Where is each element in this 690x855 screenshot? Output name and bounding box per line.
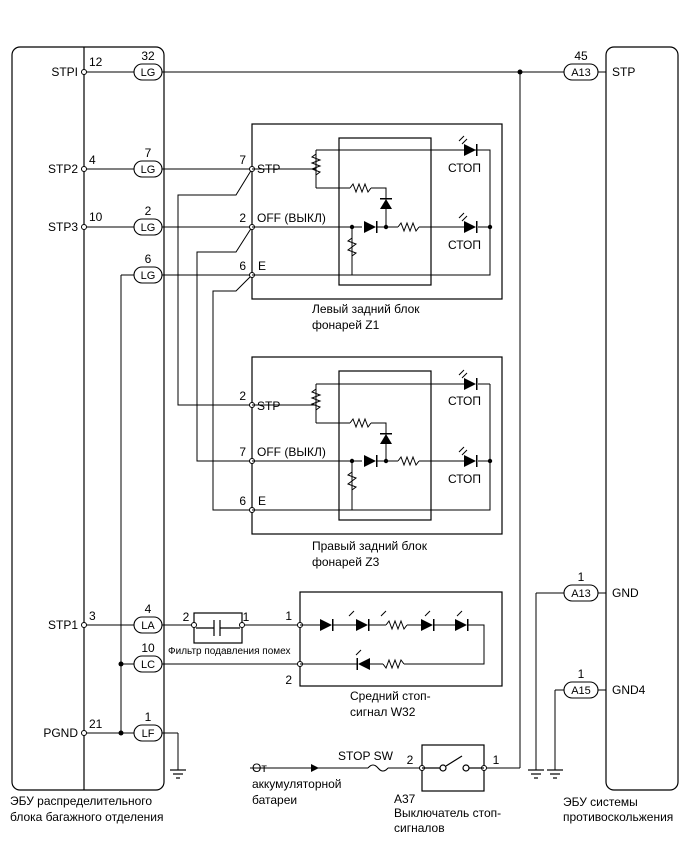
right-label-stp: STP [612, 65, 635, 79]
z1-title-line2: фонарей Z1 [312, 318, 380, 332]
center-lamp-diodes [320, 619, 469, 670]
right-pin-stp: 45 [574, 49, 588, 63]
right-connector-gnd: A13 [571, 588, 591, 600]
led-light-icon [348, 135, 468, 656]
z3-pin-off: 7 [239, 445, 246, 459]
conn-pin-stpi: 32 [141, 49, 155, 63]
z3-label-off: OFF (ВЫКЛ) [257, 445, 326, 459]
connector-stp1: LA [141, 620, 155, 632]
connector-pgnd: LF [142, 728, 155, 740]
filter-label: Фильтр подавления помех [168, 646, 291, 657]
z1-title-line1: Левый задний блок [312, 302, 420, 316]
battery-line2: аккумуляторной [252, 777, 342, 791]
connector-stpi: LG [141, 67, 156, 79]
z3-label-stp: STP [257, 399, 280, 413]
fuse-label: STOP SW [338, 749, 394, 763]
conn-pin-stp3: 2 [145, 204, 152, 218]
z3-pin-e: 6 [239, 494, 246, 508]
connector-pills [133, 63, 599, 742]
right-ecu-box [605, 46, 679, 791]
lamp-z1-diodes [349, 144, 493, 233]
pin-stp1: 3 [89, 609, 96, 623]
conn-pin-lc: 10 [141, 641, 155, 655]
switch-pin-right: 1 [493, 753, 500, 767]
conn-pin-e: 6 [145, 252, 152, 266]
conn-pin-stp2: 7 [145, 146, 152, 160]
switch-name-line1: Выключатель стоп- [394, 806, 501, 820]
switch-pin-left: 2 [407, 753, 414, 767]
battery-line3: батареи [252, 793, 297, 807]
connector-stp2: LG [141, 164, 156, 176]
z1-label-stp: STP [257, 162, 280, 176]
junction-dots [118, 69, 523, 736]
switch-name-line2: сигналов [394, 821, 445, 835]
conn-pin-stp1: 4 [145, 602, 152, 616]
connector-e: LG [141, 270, 156, 282]
capacitor-icon [196, 620, 240, 636]
z3-lamp1-label: СТОП [448, 394, 481, 408]
z3-pin-stp: 2 [239, 389, 246, 403]
z1-pin-e: 6 [239, 259, 246, 273]
left-ecu-box [11, 46, 165, 791]
z1-pin-stp: 7 [239, 153, 246, 167]
center-pin-bottom: 2 [285, 673, 292, 687]
center-title-line1: Средний стоп- [350, 689, 431, 703]
center-lamp-box [299, 591, 503, 687]
center-lamp-circuit [300, 619, 485, 670]
right-ecu-name-line1: ЭБУ системы [563, 795, 638, 809]
z3-title-line1: Правый задний блок [312, 539, 428, 553]
right-pin-gnd4: 1 [578, 667, 585, 681]
right-label-gnd4: GND4 [612, 683, 646, 697]
signal-stp1: STP1 [48, 618, 78, 632]
right-ecu-name-line2: противоскольжения [563, 810, 673, 824]
battery-line1: От [252, 761, 267, 775]
pin-stp2: 4 [89, 153, 96, 167]
z1-label-e: E [258, 259, 266, 273]
conn-pin-pgnd: 1 [145, 710, 152, 724]
right-pin-gnd: 1 [578, 570, 585, 584]
z1-lamp2-label: СТОП [448, 238, 481, 252]
signal-stp3: STP3 [48, 220, 78, 234]
signal-stp2: STP2 [48, 162, 78, 176]
switch-icon [422, 755, 484, 772]
pin-stp3: 10 [89, 210, 103, 224]
lamp-z3-circuit [252, 383, 491, 511]
right-label-gnd: GND [612, 586, 639, 600]
connector-lc: LC [141, 659, 155, 671]
signal-stpi: STPI [51, 65, 78, 79]
pin-pgnd: 21 [89, 717, 103, 731]
lamp-z3-diodes [349, 378, 493, 467]
lamp-z3-box [251, 356, 503, 535]
ground-icon [170, 769, 563, 779]
z3-title-line2: фонарей Z3 [312, 555, 380, 569]
left-ecu-name-line2: блока багажного отделения [10, 810, 163, 824]
connector-stp3: LG [141, 222, 156, 234]
lamp-z1-box [251, 123, 503, 300]
z1-lamp1-label: СТОП [448, 161, 481, 175]
filter-pin-left: 2 [183, 610, 190, 624]
z3-lamp2-label: СТОП [448, 472, 481, 486]
z3-label-e: E [258, 494, 266, 508]
z1-label-off: OFF (ВЫКЛ) [257, 211, 326, 225]
right-connector-stp: A13 [571, 67, 591, 79]
z1-pin-off: 2 [239, 211, 246, 225]
right-connector-gnd4: A15 [571, 685, 591, 697]
filter-pin-right: 1 [243, 610, 250, 624]
signal-pgnd: PGND [43, 726, 78, 740]
switch-code: A37 [394, 792, 416, 806]
left-ecu-name-line1: ЭБУ распределительного [10, 794, 152, 808]
center-title-line2: сигнал W32 [350, 705, 416, 719]
pin-stpi: 12 [89, 55, 103, 69]
center-pin-top: 1 [285, 609, 292, 623]
